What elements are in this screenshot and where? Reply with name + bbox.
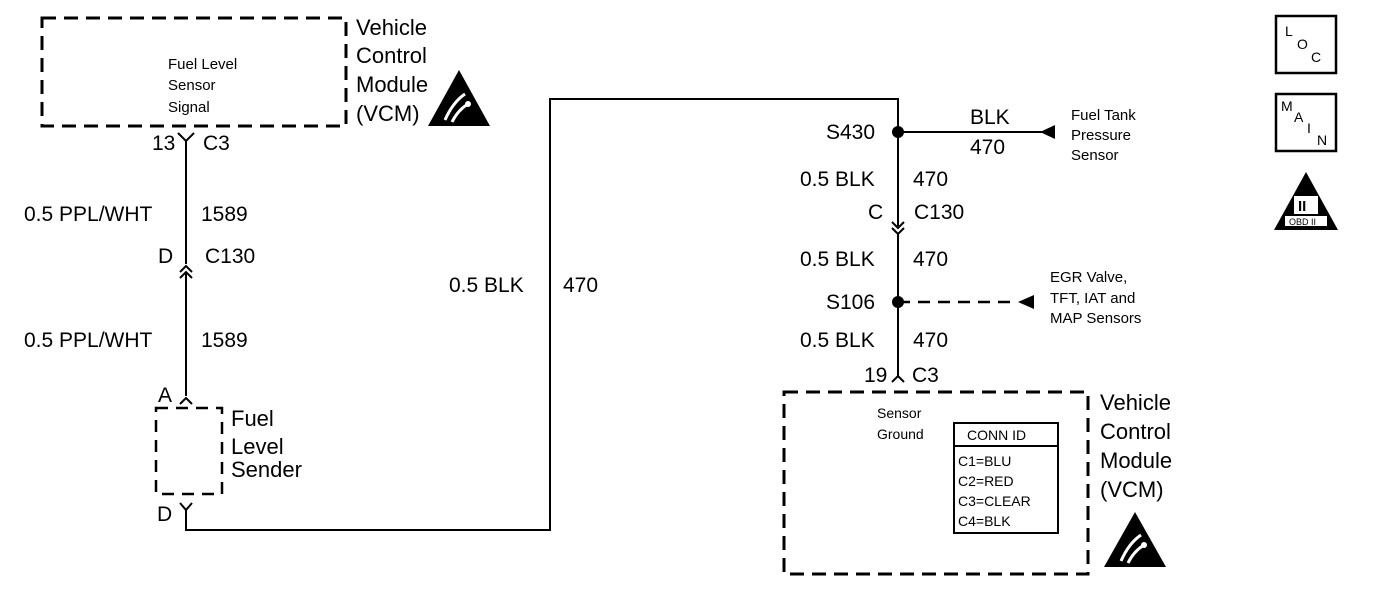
conn-id-row: C4=BLK bbox=[958, 513, 1011, 529]
main-icon: M A I N bbox=[1274, 92, 1338, 153]
svg-text:N: N bbox=[1317, 132, 1327, 148]
conn-id-row: C3=CLEAR bbox=[958, 493, 1031, 509]
esd-warning-icon bbox=[1104, 512, 1166, 567]
sender-top-pin: A bbox=[158, 384, 172, 407]
fuel-tank-line-1: Fuel Tank bbox=[1071, 107, 1136, 124]
fuel-tank-connector-arrow bbox=[1040, 125, 1055, 139]
right-wire-seg3-label: 0.5 BLK bbox=[800, 329, 875, 352]
vcm-bottom-title-line-1: Vehicle bbox=[1100, 390, 1171, 415]
egr-line-1: EGR Valve, bbox=[1050, 269, 1127, 286]
sender-title-line-1: Fuel bbox=[231, 406, 274, 431]
vcm-bottom-circuit-line-2: Ground bbox=[877, 426, 924, 442]
right-connector-pin: C bbox=[868, 201, 883, 224]
svg-text:L: L bbox=[1285, 23, 1293, 39]
fuel-tank-line-2: Pressure bbox=[1071, 127, 1131, 144]
svg-text:M: M bbox=[1281, 98, 1293, 114]
conn-id-header: CONN ID bbox=[967, 427, 1026, 443]
svg-text:II: II bbox=[1298, 198, 1306, 215]
vcm-bottom-title-line-4: (VCM) bbox=[1100, 477, 1164, 502]
loc-icon: L O C bbox=[1274, 14, 1338, 75]
svg-text:O: O bbox=[1297, 36, 1308, 52]
vcm-top-title-line-3: Module bbox=[356, 72, 428, 97]
egr-line-2: TFT, IAT and bbox=[1050, 290, 1135, 307]
left-wire-upper-label: 0.5 PPL/WHT bbox=[24, 203, 153, 226]
right-wire-seg2-circuit: 470 bbox=[913, 248, 948, 271]
middle-wire-label: 0.5 BLK bbox=[449, 274, 524, 297]
obd-ii-icon: II OBD II bbox=[1274, 172, 1338, 230]
fuel-tank-branch-color: BLK bbox=[970, 106, 1010, 129]
right-wire-seg2-label: 0.5 BLK bbox=[800, 248, 875, 271]
right-wire-seg3-circuit: 470 bbox=[913, 329, 948, 352]
vcm-bottom-pin: 19 bbox=[864, 364, 887, 387]
left-connector: C130 bbox=[205, 245, 255, 268]
vcm-top-title-line-1: Vehicle bbox=[356, 15, 427, 40]
fuel-tank-branch-circuit: 470 bbox=[970, 136, 1005, 159]
sender-bottom-pin: D bbox=[157, 503, 172, 526]
vcm-bottom-title-line-2: Control bbox=[1100, 419, 1171, 444]
vcm-bottom-circuit-line-1: Sensor bbox=[877, 405, 922, 421]
fuel-tank-line-3: Sensor bbox=[1071, 147, 1119, 164]
svg-text:A: A bbox=[1294, 109, 1304, 125]
vcm-top-circuit-line-1: Fuel Level bbox=[168, 56, 237, 73]
vcm-top-circuit-line-3: Signal bbox=[168, 99, 210, 116]
vcm-top-title-line-2: Control bbox=[356, 43, 427, 68]
svg-text:I: I bbox=[1307, 120, 1311, 136]
left-wire-lower-label: 0.5 PPL/WHT bbox=[24, 329, 153, 352]
egr-line-3: MAP Sensors bbox=[1050, 310, 1141, 327]
conn-id-row: C2=RED bbox=[958, 473, 1014, 489]
left-wire-lower-circuit: 1589 bbox=[201, 329, 248, 352]
vcm-top-connector: C3 bbox=[203, 132, 230, 155]
splice-s106-label: S106 bbox=[826, 291, 875, 314]
vcm-bottom-pin-connector: C3 bbox=[912, 364, 939, 387]
right-wire-seg1-circuit: 470 bbox=[913, 168, 948, 191]
vcm-bottom-pin-symbol bbox=[891, 374, 905, 383]
conn-id-table: CONN ID C1=BLU C2=RED C3=CLEAR C4=BLK bbox=[953, 422, 1059, 534]
left-wire-upper-circuit: 1589 bbox=[201, 203, 248, 226]
vcm-bottom-title-line-3: Module bbox=[1100, 448, 1172, 473]
vcm-top-box bbox=[40, 16, 348, 128]
right-connector: C130 bbox=[914, 201, 964, 224]
middle-ground-wire bbox=[185, 98, 899, 531]
egr-connector-arrow bbox=[1018, 295, 1034, 309]
sender-bottom-pin-symbol bbox=[179, 502, 193, 512]
sender-top-pin-symbol bbox=[179, 396, 193, 405]
fuel-level-sender-box bbox=[154, 406, 224, 496]
vcm-top-pin-symbol bbox=[177, 132, 195, 143]
vcm-top-title-line-4: (VCM) bbox=[356, 101, 420, 126]
esd-warning-icon bbox=[428, 70, 490, 126]
left-connector-pin: D bbox=[158, 245, 173, 268]
vcm-top-circuit-line-2: Sensor bbox=[168, 77, 216, 94]
right-wire-seg1-label: 0.5 BLK bbox=[800, 168, 875, 191]
svg-text:C: C bbox=[1311, 49, 1321, 65]
sender-title-line-3: Sender bbox=[231, 457, 302, 482]
conn-id-row: C1=BLU bbox=[958, 453, 1011, 469]
vcm-top-pin: 13 bbox=[152, 132, 175, 155]
splice-s430-label: S430 bbox=[826, 121, 875, 144]
svg-text:OBD II: OBD II bbox=[1289, 217, 1316, 227]
sender-title-line-2: Level bbox=[231, 434, 284, 459]
vcm-bottom-box bbox=[782, 390, 1090, 576]
middle-wire-circuit: 470 bbox=[563, 274, 598, 297]
